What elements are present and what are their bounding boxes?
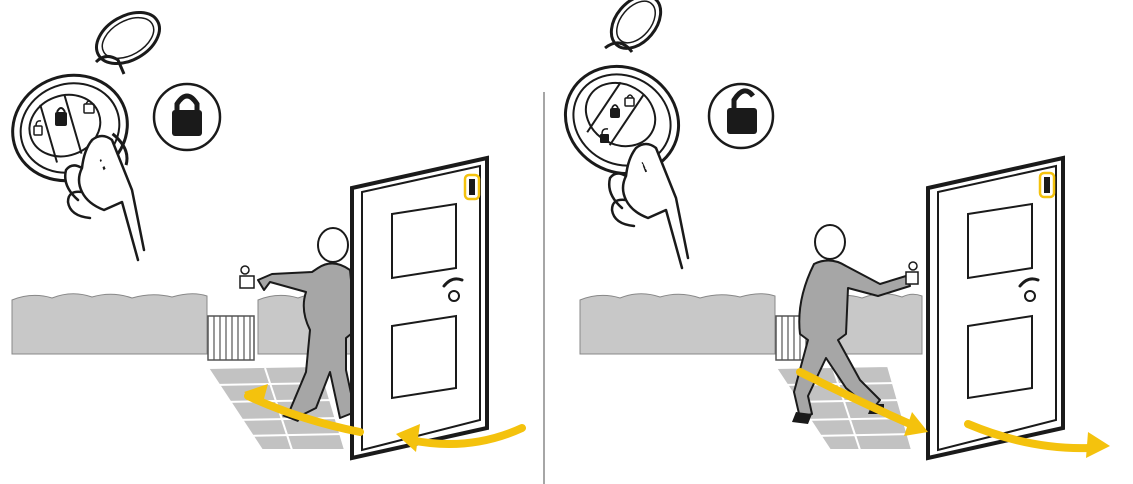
hedge-left	[12, 294, 207, 354]
held-fob	[240, 266, 254, 288]
door-lock-sensor	[465, 175, 479, 199]
panel-lock	[0, 2, 522, 458]
padlock-closed-icon	[154, 84, 220, 150]
padlock-open-icon	[709, 84, 773, 148]
front-door	[352, 158, 487, 458]
hedge-left	[580, 294, 775, 354]
panel-unlock	[545, 0, 1110, 458]
key-ring	[601, 0, 670, 58]
garden-gate	[208, 316, 254, 360]
key-ring	[88, 2, 169, 74]
held-fob	[906, 262, 918, 284]
front-door	[928, 158, 1063, 458]
door-lock-sensor	[1040, 173, 1054, 197]
